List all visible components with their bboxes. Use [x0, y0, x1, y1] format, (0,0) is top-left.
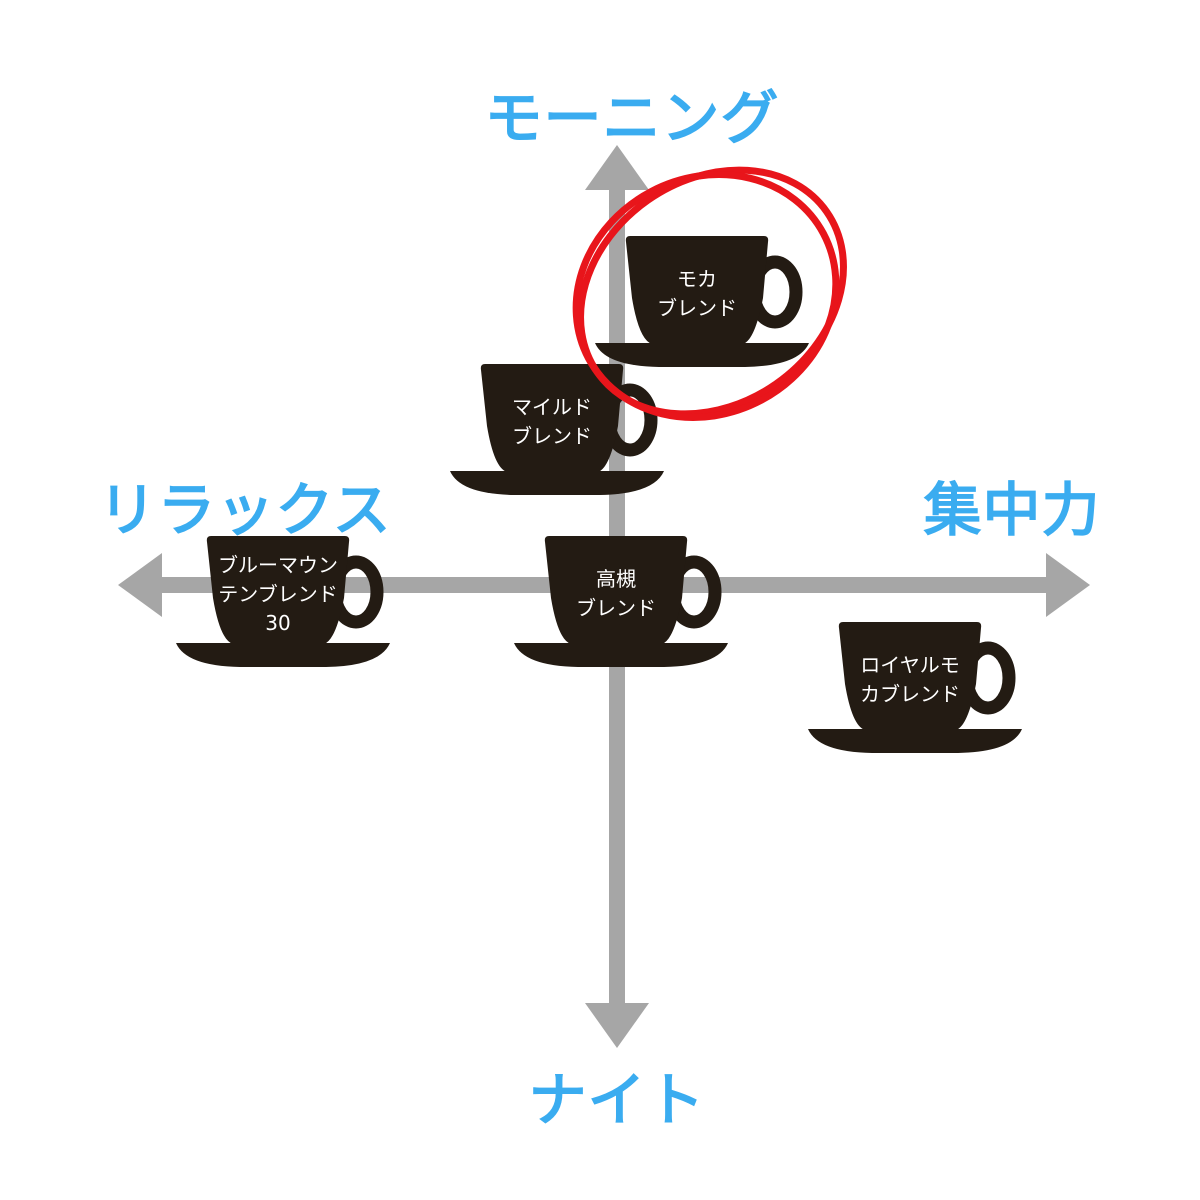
- bottom-arrowhead: [585, 1003, 649, 1048]
- cup-royal-mocha-blend: ロイヤルモカブレンド: [808, 622, 1023, 754]
- cup-label: マイルドブレンド: [481, 382, 623, 462]
- cup-label-line: ロイヤルモ: [860, 653, 960, 677]
- cup-label-line: ブレンド: [512, 424, 592, 448]
- axis-label-night: ナイト: [528, 1066, 706, 1134]
- cup-label-line: モカ: [677, 267, 717, 291]
- cup-label-line: 高槻: [596, 567, 636, 591]
- right-arrowhead: [1046, 553, 1090, 617]
- axis-label-morning: モーニング: [484, 84, 780, 152]
- cup-label-line: マイルド: [512, 395, 592, 419]
- coffee-cup-icon: [176, 536, 390, 667]
- cup-blue-mountain-blend-30: ブルーマウンテンブレンド 30: [176, 536, 391, 668]
- cup-label: 高槻ブレンド: [545, 554, 687, 634]
- cup-label-line: ブレンド: [576, 596, 656, 620]
- cup-label-line: ブレンド: [657, 296, 737, 320]
- axis-label-relax: リラックス: [98, 476, 392, 544]
- coffee-cup-icon: [514, 536, 728, 667]
- cup-label-line: テンブレンド: [218, 581, 338, 606]
- cup-label: モカブレンド: [626, 254, 768, 334]
- cup-mocha-blend: モカブレンド: [595, 236, 810, 368]
- cup-label-line: 30: [265, 610, 291, 635]
- left-arrowhead: [118, 553, 162, 617]
- cup-label-line: カブレンド: [860, 682, 960, 706]
- cup-takatsuki-blend: 高槻ブレンド: [514, 536, 729, 668]
- axis-label-focus: 集中力: [923, 476, 1101, 544]
- cup-mild-blend: マイルドブレンド: [450, 364, 665, 496]
- cup-label-line: ブルーマウン: [218, 552, 338, 577]
- cup-label: ロイヤルモカブレンド: [839, 640, 981, 720]
- coffee-cup-icon: [808, 622, 1022, 753]
- cup-label: ブルーマウンテンブレンド 30: [207, 552, 349, 635]
